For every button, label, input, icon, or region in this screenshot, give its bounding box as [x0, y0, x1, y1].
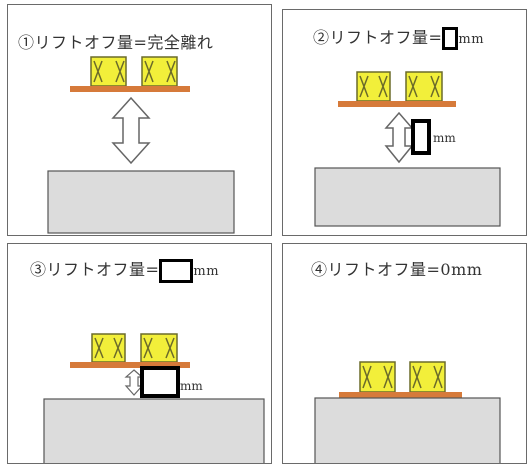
panel-lift-off-partial: ②リフトオフ量= mm mm	[282, 9, 527, 236]
blank-value-box	[159, 258, 194, 283]
panel-3-title: ③リフトオフ量= mm	[30, 256, 219, 283]
panel-2-title: ②リフトオフ量= mm	[313, 24, 484, 50]
board	[339, 392, 462, 398]
panel-3-title-unit: mm	[193, 264, 220, 279]
base-plate	[47, 170, 235, 234]
double-arrow	[111, 96, 151, 165]
panel-complete-separation: ①リフトオフ量=完全離れ	[7, 4, 272, 236]
component-right	[140, 333, 178, 363]
component-left-marks	[362, 365, 393, 389]
panel-2-title-unit: mm	[458, 32, 485, 47]
panel-3-title-text: ③リフトオフ量=	[30, 260, 160, 279]
panel-1-title: ①リフトオフ量=完全離れ	[18, 33, 214, 52]
component-right-marks	[143, 337, 175, 359]
gap-unit: mm	[180, 379, 203, 393]
double-arrow	[384, 111, 414, 164]
board	[70, 86, 190, 92]
component-left-marks	[359, 75, 388, 98]
panel-lift-off-small: ③リフトオフ量= mm mm	[7, 243, 272, 464]
gap-value-box	[411, 119, 431, 155]
component-right-marks	[144, 60, 176, 83]
board	[338, 101, 456, 107]
panel-2-diagram: mm	[314, 71, 501, 227]
board	[70, 362, 190, 368]
panel-no-lift-off: ④リフトオフ量=0mm	[282, 243, 527, 464]
panel-2-title-text: ②リフトオフ量=	[313, 28, 443, 47]
component-left	[356, 71, 391, 102]
panel-3-diagram: mm	[43, 333, 265, 463]
panel-1-diagram	[47, 56, 235, 234]
component-right	[405, 71, 443, 102]
gap-value-box	[140, 366, 180, 398]
component-right-marks	[412, 365, 443, 389]
gap-unit: mm	[433, 131, 456, 145]
panel-4-title: ④リフトオフ量=0mm	[311, 260, 483, 279]
component-left-marks	[94, 337, 123, 359]
component-left-marks	[93, 60, 125, 83]
component-right-marks	[408, 75, 440, 98]
component-left	[359, 361, 396, 393]
component-left	[91, 333, 126, 363]
base-plate	[314, 397, 501, 463]
base-plate	[314, 167, 501, 227]
panel-4-diagram	[314, 361, 501, 463]
component-right	[409, 361, 446, 393]
base-plate	[43, 398, 265, 463]
double-arrow	[124, 369, 144, 396]
blank-value-box	[442, 27, 459, 50]
